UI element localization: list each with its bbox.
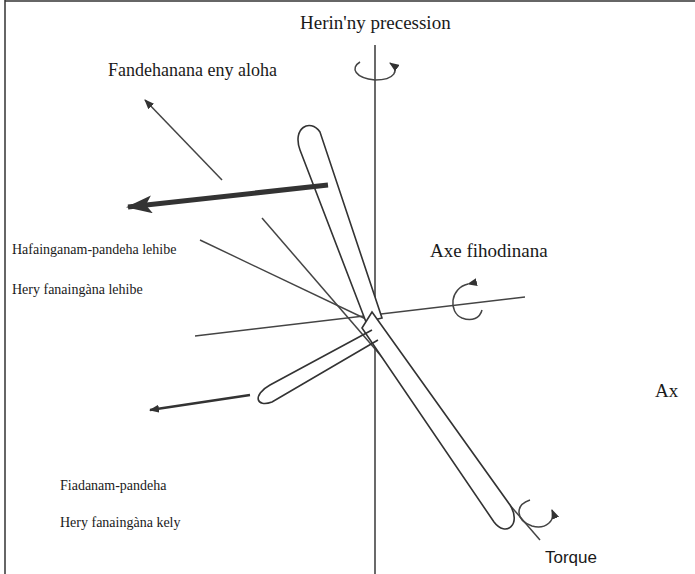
- rotor-blade: [298, 126, 382, 322]
- rotation-arrow: [519, 500, 553, 527]
- frame-line: [5, 0, 695, 2]
- axis-label: Axe fihodinana: [430, 240, 548, 262]
- rotation-arrow: [453, 284, 482, 320]
- rotor-blade: [258, 330, 378, 404]
- rotor-blade: [362, 312, 514, 529]
- torque-label: Torque: [545, 548, 597, 568]
- forward-force-arrow: [128, 185, 328, 207]
- rotation-arrow: [355, 62, 395, 80]
- forward-motion-arrow: [145, 100, 222, 180]
- frame-line: [4, 0, 6, 574]
- force-label: Hery fanaingàna kely: [60, 515, 181, 531]
- motion-label: Fandehanana eny aloha: [108, 60, 277, 81]
- axis-label: Ax: [655, 380, 678, 402]
- small-force-arrow: [150, 395, 250, 410]
- speed-label: Fiadanam-pandeha: [60, 478, 167, 494]
- speed-label: Hafainganam-pandeha lehibe: [12, 242, 176, 258]
- torque-axis: [262, 218, 540, 540]
- force-label: Hery fanaingàna lehibe: [12, 282, 143, 298]
- title-label: Herin'ny precession: [300, 12, 451, 34]
